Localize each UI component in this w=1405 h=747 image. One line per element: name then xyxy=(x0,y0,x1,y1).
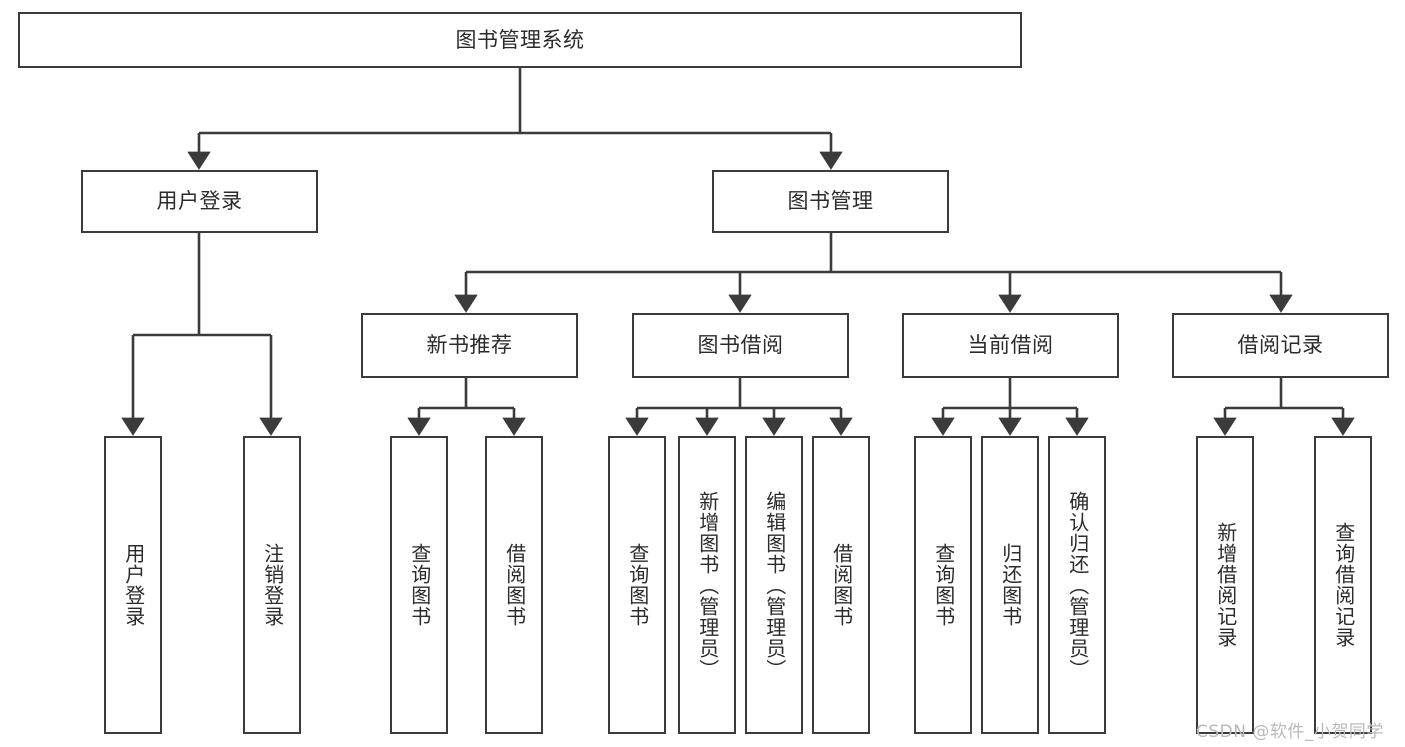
node-label: 注销登录 xyxy=(260,543,285,627)
node-root-system[interactable]: 图书管理系统 xyxy=(18,12,1022,68)
leaf-borrow-query-book[interactable]: 查询图书 xyxy=(608,436,666,734)
node-current-borrow[interactable]: 当前借阅 xyxy=(902,313,1119,378)
node-label: 查询图书 xyxy=(407,543,432,627)
node-new-book-recommend[interactable]: 新书推荐 xyxy=(361,313,578,378)
node-label: 查询借阅记录 xyxy=(1331,522,1356,648)
node-label: 借阅图书 xyxy=(502,543,527,627)
node-label: 图书管理系统 xyxy=(455,27,585,52)
node-label: 新增借阅记录 xyxy=(1213,522,1238,648)
node-label: 用户登录 xyxy=(121,543,146,627)
leaf-current-confirm-return-admin[interactable]: 确认归还（管理员） xyxy=(1048,436,1106,734)
node-label: 编辑图书（管理员） xyxy=(762,490,787,680)
node-label: 借阅图书 xyxy=(829,543,854,627)
leaf-current-query-book[interactable]: 查询图书 xyxy=(914,436,972,734)
node-label: 新书推荐 xyxy=(426,333,513,358)
leaf-records-add-record[interactable]: 新增借阅记录 xyxy=(1196,436,1254,734)
node-user-login[interactable]: 用户登录 xyxy=(81,170,318,233)
node-label: 借阅记录 xyxy=(1237,333,1324,358)
node-label: 查询图书 xyxy=(625,543,650,627)
node-label: 用户登录 xyxy=(156,189,243,214)
node-label: 图书借阅 xyxy=(697,333,784,358)
node-label: 归还图书 xyxy=(998,543,1023,627)
node-book-management[interactable]: 图书管理 xyxy=(712,170,949,233)
node-book-borrow[interactable]: 图书借阅 xyxy=(632,313,849,378)
node-borrow-records[interactable]: 借阅记录 xyxy=(1172,313,1389,378)
node-label: 查询图书 xyxy=(931,543,956,627)
leaf-new-books-query[interactable]: 查询图书 xyxy=(390,436,448,734)
leaf-records-query-record[interactable]: 查询借阅记录 xyxy=(1314,436,1372,734)
node-label: 新增图书（管理员） xyxy=(695,490,720,680)
leaf-borrow-borrow-book[interactable]: 借阅图书 xyxy=(812,436,870,734)
node-label: 图书管理 xyxy=(787,189,874,214)
leaf-current-return-book[interactable]: 归还图书 xyxy=(981,436,1039,734)
leaf-borrow-add-book-admin[interactable]: 新增图书（管理员） xyxy=(678,436,736,734)
node-label: 当前借阅 xyxy=(967,333,1054,358)
node-label: 确认归还（管理员） xyxy=(1065,490,1090,680)
leaf-new-books-borrow[interactable]: 借阅图书 xyxy=(485,436,543,734)
leaf-user-login-signout[interactable]: 注销登录 xyxy=(243,436,301,734)
leaf-user-login-signin[interactable]: 用户登录 xyxy=(104,436,162,734)
watermark-text: CSDN @软件_小贺同学 xyxy=(1196,722,1384,742)
leaf-borrow-edit-book-admin[interactable]: 编辑图书（管理员） xyxy=(745,436,803,734)
